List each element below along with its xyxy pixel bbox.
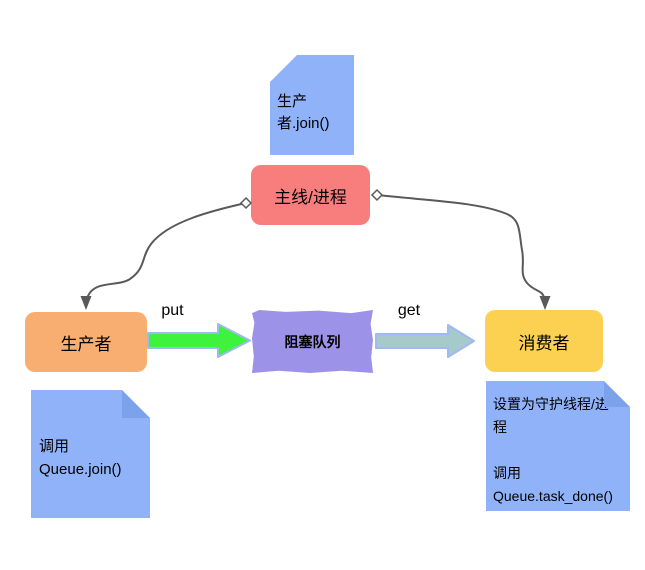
node-consumer[interactable]: 消费者: [485, 310, 603, 372]
note-line: Queue.task_done(): [493, 488, 613, 504]
get-arrow[interactable]: [375, 324, 475, 358]
note-task-done[interactable]: 设置为守护线程/进 程 调用 Queue.task_done(): [486, 381, 630, 511]
arrowhead: [80, 296, 92, 310]
node-label: 消费者: [518, 333, 570, 353]
diamond-connector: [370, 188, 384, 202]
node-label: 主线/进程: [274, 187, 347, 207]
node-blocking-queue[interactable]: 阻塞队列: [252, 310, 373, 373]
note-line: 程: [493, 419, 507, 435]
put-arrow[interactable]: [147, 323, 251, 358]
note-line: Queue.join(): [39, 461, 122, 478]
diamond-connector: [239, 196, 253, 210]
note-line: 调用: [39, 438, 70, 455]
note-line: 调用: [493, 465, 521, 481]
note-line: 设置为守护线程/进: [493, 396, 609, 412]
arrowhead: [539, 296, 551, 310]
note-queue-join[interactable]: 调用 Queue.join(): [31, 390, 150, 518]
note-line: 生产: [277, 93, 308, 110]
connector-main-to-consumer[interactable]: [376, 194, 545, 299]
get-label: get: [397, 302, 421, 319]
node-label: 生产者: [60, 334, 112, 354]
note-line: 者.join(): [277, 115, 330, 132]
note-producer-join[interactable]: 生产 者.join(): [270, 55, 354, 155]
put-label: put: [161, 302, 184, 319]
node-producer[interactable]: 生产者: [25, 312, 147, 372]
node-main-thread[interactable]: 主线/进程: [251, 165, 370, 225]
connector-main-to-producer[interactable]: [85, 202, 247, 300]
node-label: 阻塞队列: [284, 333, 341, 350]
